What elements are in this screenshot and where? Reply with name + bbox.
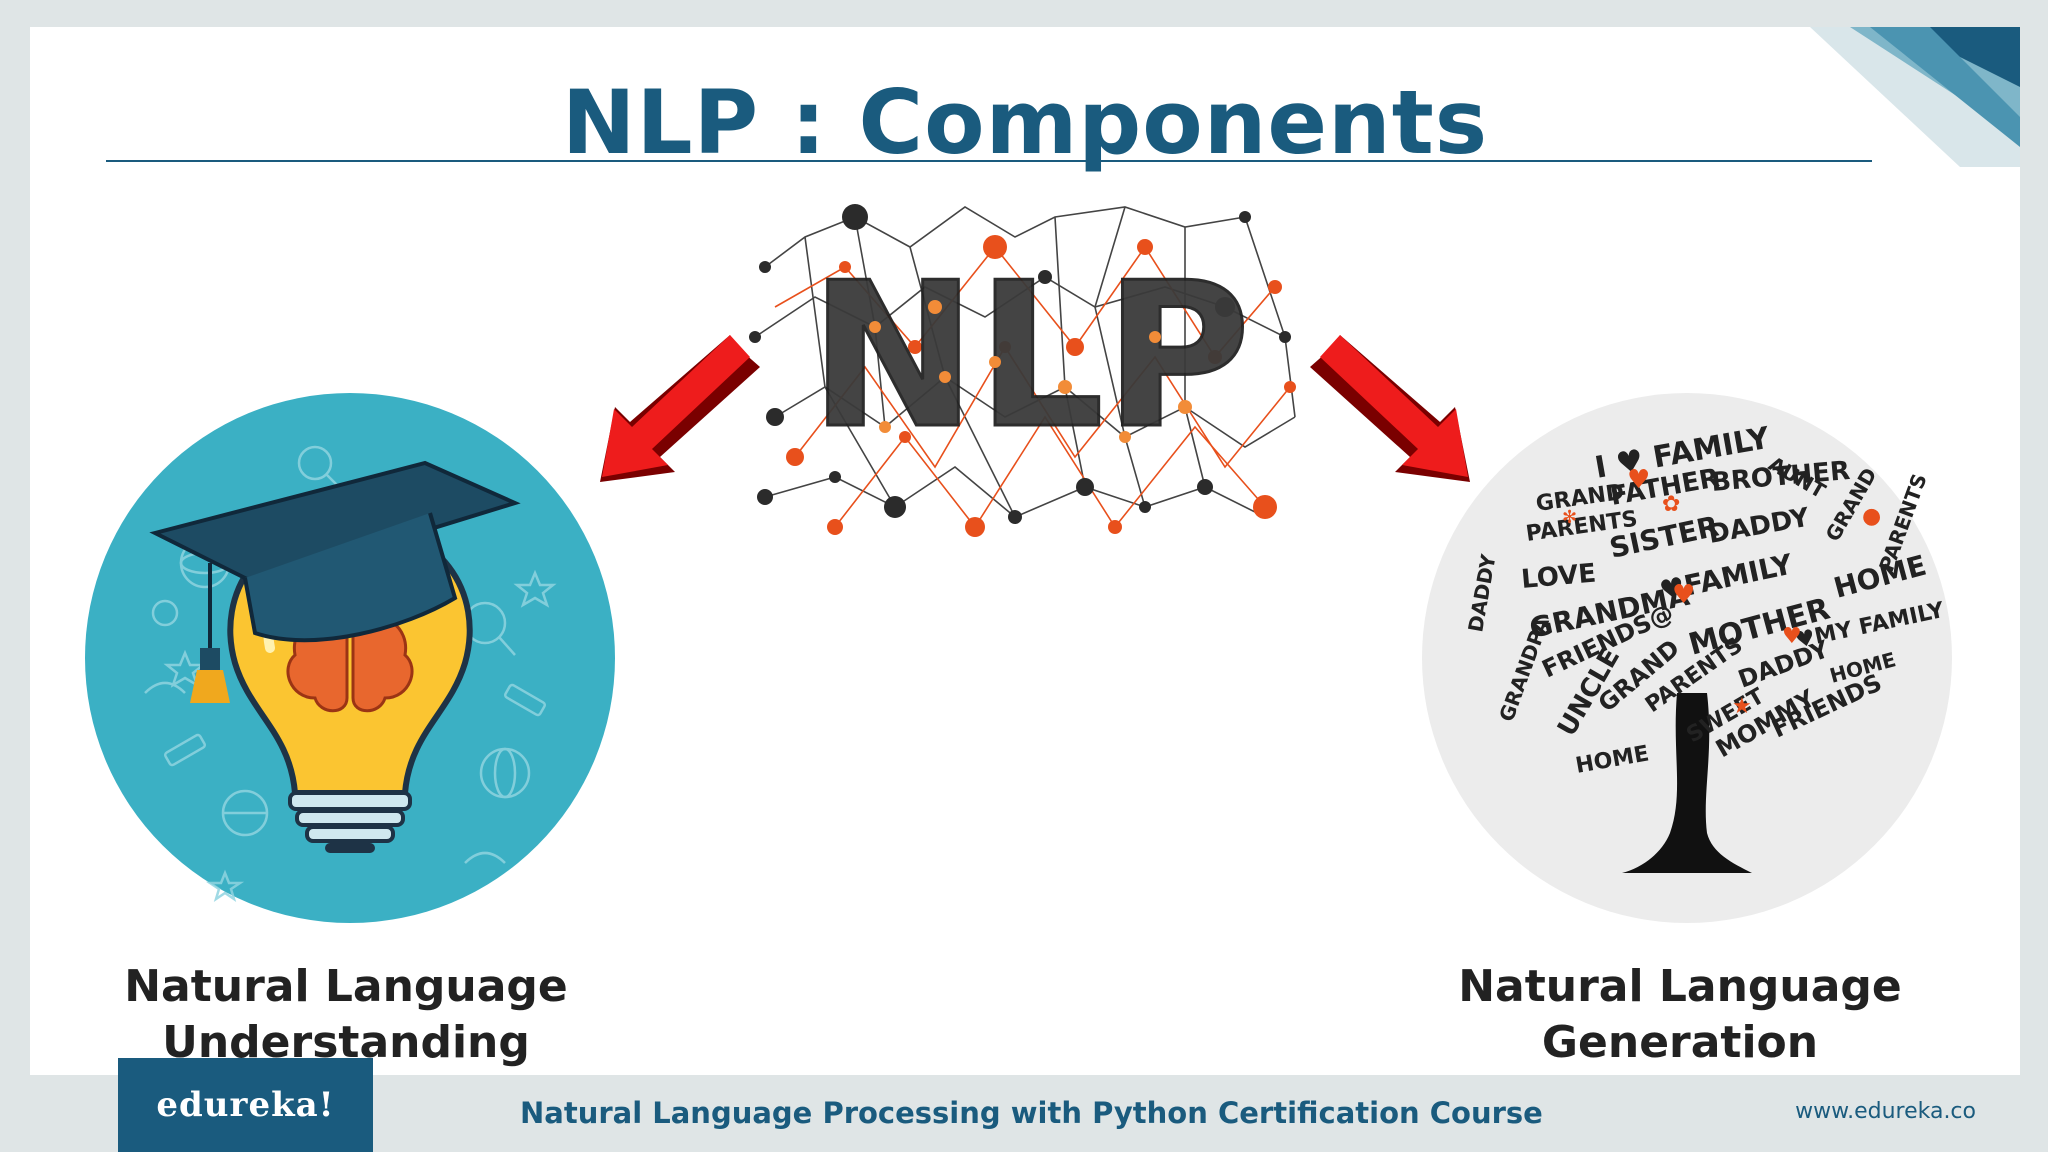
title-underline	[106, 160, 1872, 162]
svg-text:●: ●	[1862, 504, 1881, 529]
slide-title: NLP : Components	[30, 79, 2020, 167]
site-url-link[interactable]: www.edureka.co	[1795, 1099, 1976, 1124]
nlg-word-tree-illustration: I ♥ FAMILY AUNT GRAND FATHER BROTHER PAR…	[1422, 393, 1952, 923]
svg-text:♥: ♥	[1782, 624, 1802, 649]
logo-text: edureka!	[156, 1085, 334, 1125]
nlg-caption: Natural Language Generation	[1400, 959, 1960, 1071]
course-title: Natural Language Processing with Python …	[520, 1096, 1540, 1130]
svg-text:★: ★	[1732, 694, 1752, 719]
nlu-caption: Natural Language Understanding	[66, 959, 626, 1071]
svg-text:♥: ♥	[1627, 465, 1650, 495]
nlp-network-graphic: NLP	[745, 187, 1315, 547]
svg-text:✿: ✿	[1662, 492, 1680, 517]
svg-text:✻: ✻	[1562, 507, 1577, 528]
slide: NLP : Components	[30, 27, 2020, 1075]
nlg-caption-line1: Natural Language	[1400, 959, 1960, 1015]
nlu-caption-line1: Natural Language	[66, 959, 626, 1015]
edureka-logo[interactable]: edureka!	[118, 1058, 373, 1152]
nlg-caption-line2: Generation	[1400, 1015, 1960, 1071]
nlp-big-text: NLP	[809, 240, 1250, 473]
svg-text:♥: ♥	[1672, 580, 1695, 610]
nlu-lightbulb-illustration	[85, 393, 615, 923]
